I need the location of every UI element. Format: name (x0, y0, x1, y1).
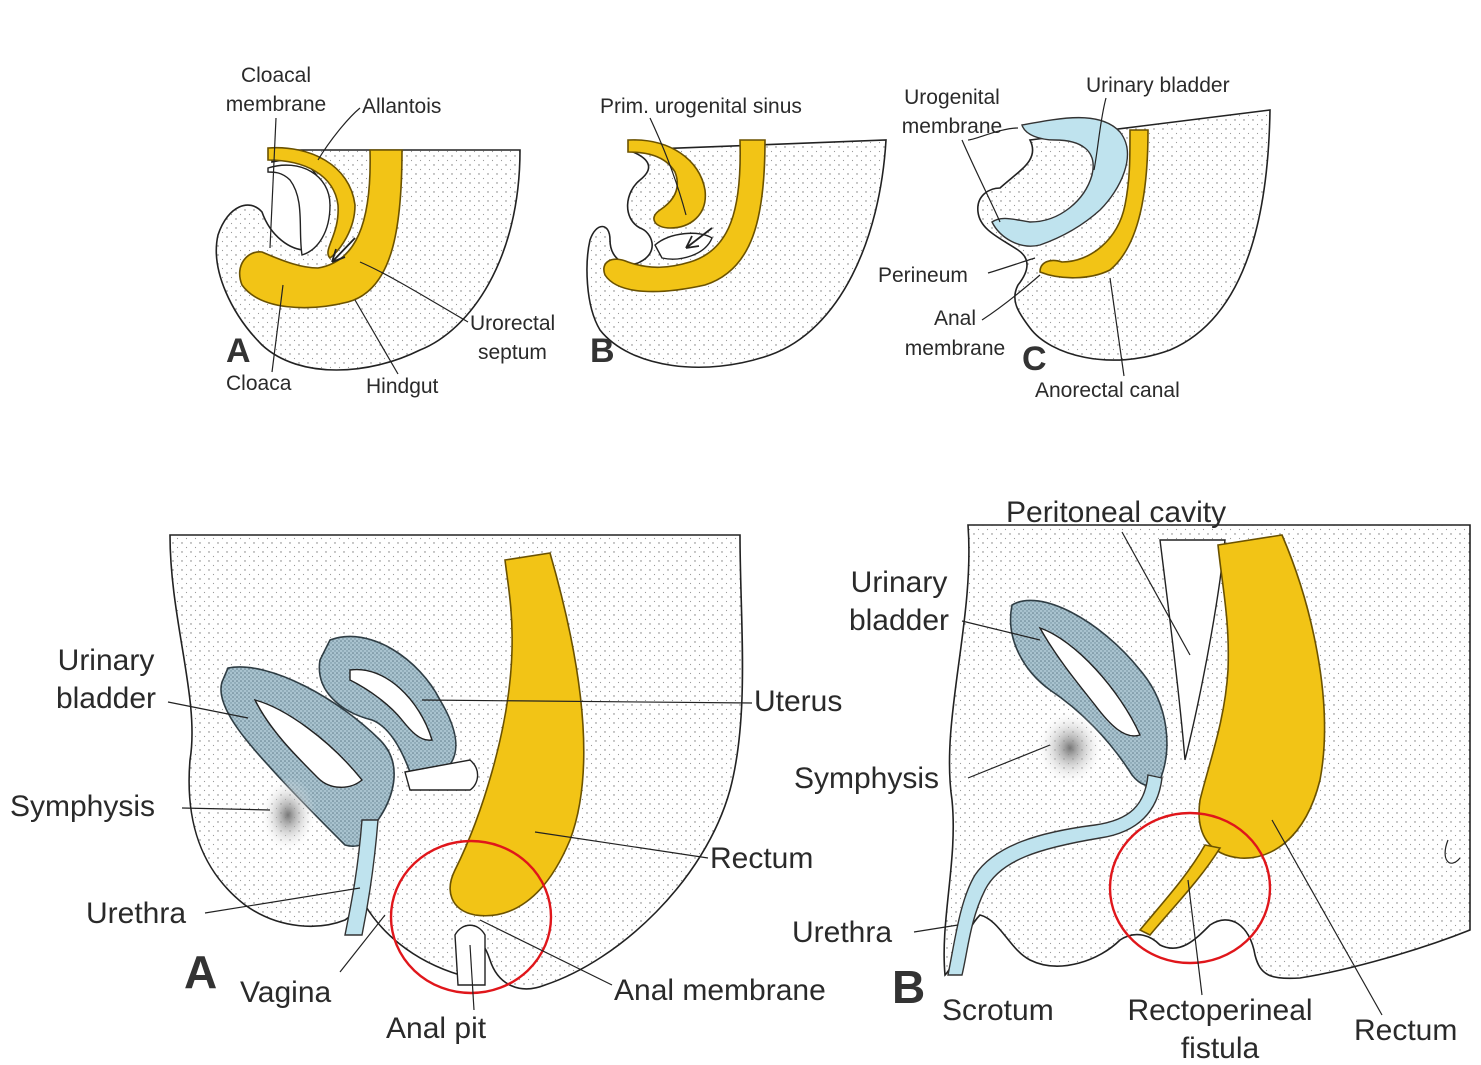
label-anal-membrane-2: membrane (905, 337, 1005, 360)
label-vagina: Vagina (240, 976, 332, 1009)
label-hindgut: Hindgut (366, 375, 439, 398)
label-anal-pit: Anal pit (386, 1012, 487, 1045)
label-peritoneal-cavity: Peritoneal cavity (1006, 496, 1226, 529)
label-anorectal-canal: Anorectal canal (1035, 379, 1180, 402)
label-allantois: Allantois (362, 95, 441, 118)
label-cloaca: Cloaca (226, 372, 292, 395)
label-urethra: Urethra (792, 916, 892, 949)
panel-letter-bottom-b: B (892, 961, 925, 1013)
label-uterus: Uterus (754, 685, 842, 718)
label-rectum: Rectum (710, 842, 813, 875)
anal-pit (455, 925, 485, 985)
bottom-panel-a: Urinary bladder Uterus Symphysis Rectum … (10, 535, 842, 1045)
label-urogenital-membrane-1: Urogenital (904, 86, 1000, 109)
label-rectum: Rectum (1354, 1014, 1457, 1047)
label-anal-membrane: Anal membrane (614, 974, 826, 1007)
label-urorectal-septum-2: septum (478, 341, 547, 364)
panel-letter-top-c: C (1022, 340, 1047, 378)
panel-letter-bottom-a: A (184, 946, 217, 998)
label-urinary-bladder-1: Urinary (851, 566, 948, 599)
top-panel-c: Urogenital membrane Urinary bladder Peri… (878, 74, 1270, 402)
label-anal-membrane-1: Anal (934, 307, 976, 330)
label-urinary-bladder: Urinary bladder (1086, 74, 1230, 97)
panel-letter-top-b: B (590, 332, 615, 370)
bottom-panel-b: Peritoneal cavity Urinary bladder Symphy… (792, 496, 1470, 1065)
label-rectoperineal-fistula-1: Rectoperineal (1127, 994, 1312, 1027)
symphysis (1036, 710, 1104, 786)
top-panel-a: Cloacal membrane Allantois Urorectal sep… (216, 64, 555, 398)
label-urinary-bladder-2: bladder (56, 682, 156, 715)
label-symphysis: Symphysis (794, 762, 939, 795)
label-prim-urogenital-sinus: Prim. urogenital sinus (600, 95, 802, 118)
label-urogenital-membrane-2: membrane (902, 115, 1002, 138)
top-panel-b: Prim. urogenital sinus B (587, 95, 886, 370)
label-urorectal-septum-1: Urorectal (470, 312, 555, 335)
label-cloacal-membrane-1: Cloacal (241, 64, 311, 87)
panel-letter-top-a: A (226, 332, 251, 370)
label-rectoperineal-fistula-2: fistula (1181, 1032, 1260, 1065)
label-urinary-bladder-1: Urinary (58, 644, 155, 677)
label-cloacal-membrane-2: membrane (226, 93, 326, 116)
label-scrotum: Scrotum (942, 994, 1054, 1027)
label-urinary-bladder-2: bladder (849, 604, 949, 637)
symphysis (260, 777, 316, 853)
label-symphysis: Symphysis (10, 790, 155, 823)
label-urethra: Urethra (86, 897, 186, 930)
label-perineum: Perineum (878, 264, 968, 287)
